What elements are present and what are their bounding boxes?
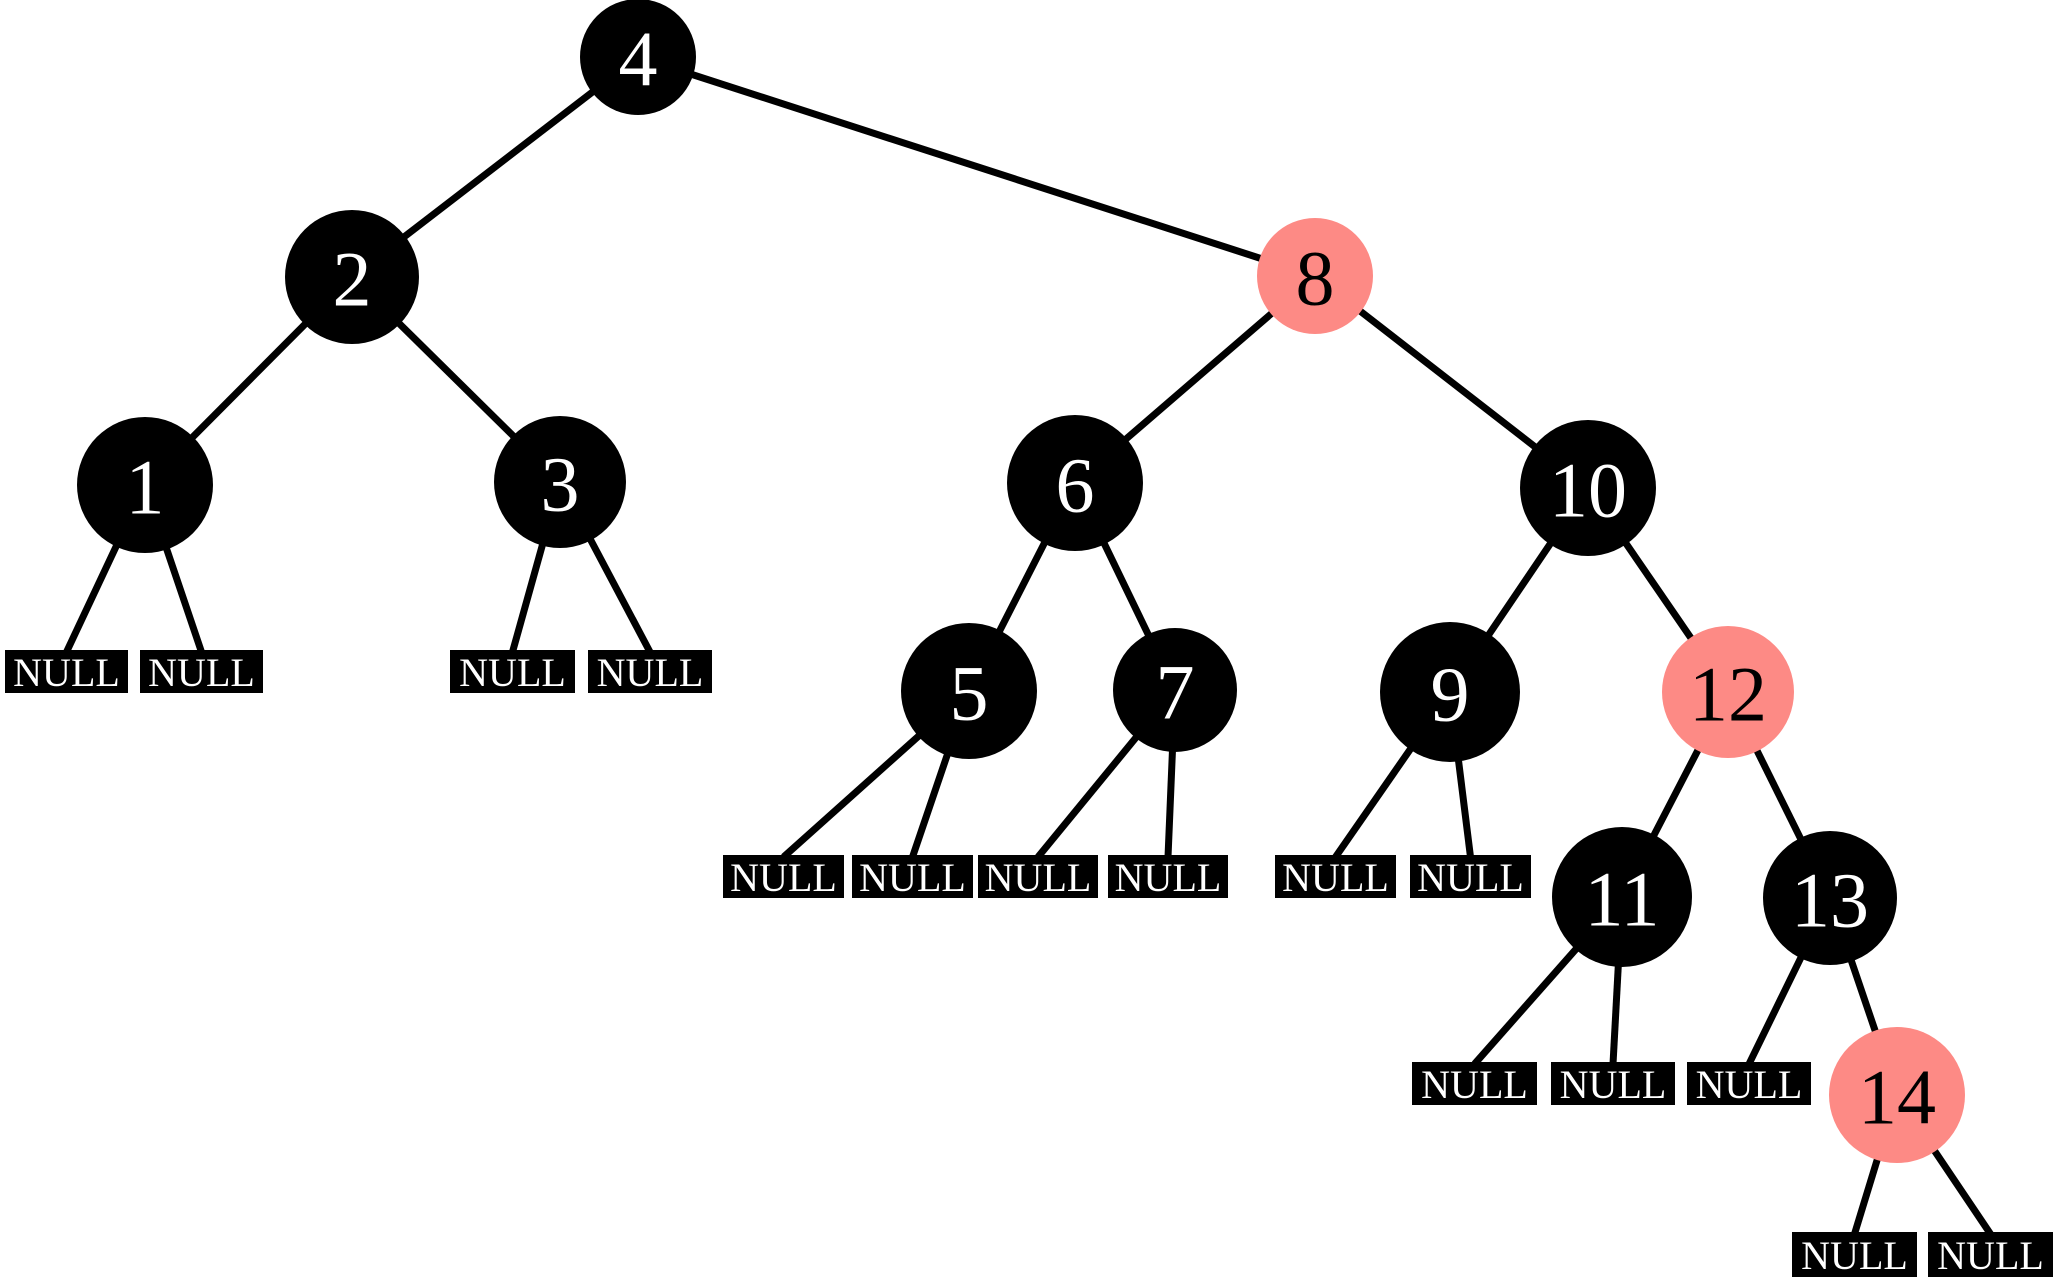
null-leaf-label: NULL [1696, 1062, 1803, 1107]
null-leaf-box: NULL [450, 650, 575, 695]
null-leaf-box: NULL [1792, 1232, 1917, 1277]
null-leaf-box: NULL [852, 855, 973, 900]
node-label: 2 [333, 236, 372, 323]
node-label: 13 [1791, 857, 1869, 944]
null-leaf-rect [1928, 1232, 2053, 1277]
null-leaf-box: NULL [978, 855, 1098, 900]
node-circle[interactable] [77, 417, 213, 553]
tree-node-9[interactable]: 9 [1380, 622, 1520, 762]
node-label: 10 [1549, 447, 1627, 534]
node-label: 7 [1156, 649, 1195, 736]
null-leaf-box: NULL [723, 855, 844, 900]
null-leaf-box: NULL [588, 650, 712, 695]
null-leaf-label: NULL [1282, 855, 1389, 900]
null-leaf-label: NULL [459, 650, 566, 695]
node-circle[interactable] [1007, 415, 1143, 551]
null-leaf-label: NULL [985, 855, 1092, 900]
tree-node-3[interactable]: 3 [494, 416, 626, 548]
node-label: 1 [126, 444, 165, 531]
node-label: 11 [1584, 856, 1659, 943]
null-leaf-label: NULL [1937, 1233, 2044, 1277]
tree-node-5[interactable]: 5 [901, 623, 1037, 759]
tree-node-6[interactable]: 6 [1007, 415, 1143, 551]
tree-node-11[interactable]: 11 [1552, 827, 1692, 967]
node-circle[interactable] [1829, 1027, 1965, 1163]
null-leaf-box: NULL [140, 650, 263, 695]
node-circle[interactable] [494, 416, 626, 548]
node-circle[interactable] [1662, 626, 1794, 758]
tree-node-8[interactable]: 8 [1257, 218, 1373, 334]
node-circle[interactable] [1113, 628, 1237, 752]
null-boxes-layer: NULL NULL NULL NULL NULL NULL NULL NULL NULL NULL… [5, 650, 2053, 1277]
null-leaf-rect [1412, 1062, 1537, 1105]
node-circle[interactable] [1763, 831, 1897, 965]
node-label: 8 [1296, 235, 1335, 322]
null-leaf-box: NULL [1412, 1062, 1537, 1107]
node-label: 6 [1056, 442, 1095, 529]
null-leaf-rect [1551, 1062, 1675, 1105]
null-leaf-rect [852, 855, 973, 898]
null-leaf-label: NULL [148, 650, 255, 695]
node-label: 4 [619, 16, 658, 103]
node-label: 14 [1858, 1054, 1936, 1141]
node-label: 5 [950, 650, 989, 737]
tree-node-12[interactable]: 12 [1662, 626, 1794, 758]
tree-node-2[interactable]: 2 [285, 210, 419, 344]
null-leaf-box: NULL [1687, 1062, 1811, 1107]
null-leaf-box: NULL [1410, 855, 1531, 900]
node-circle[interactable] [580, 0, 696, 115]
null-leaf-label: NULL [859, 855, 966, 900]
node-circle[interactable] [1257, 218, 1373, 334]
null-leaf-label: NULL [730, 855, 837, 900]
node-circle[interactable] [1552, 827, 1692, 967]
null-leaf-label: NULL [1560, 1062, 1667, 1107]
node-label: 3 [541, 441, 580, 528]
tree-node-1[interactable]: 1 [77, 417, 213, 553]
null-leaf-label: NULL [597, 650, 704, 695]
null-leaf-rect [978, 855, 1098, 898]
null-leaf-rect [1792, 1232, 1917, 1277]
null-leaf-rect [450, 650, 575, 693]
null-leaf-rect [1687, 1062, 1811, 1105]
node-label: 12 [1689, 651, 1767, 738]
tree-node-7[interactable]: 7 [1113, 628, 1237, 752]
null-leaf-rect [1108, 855, 1228, 898]
tree-node-13[interactable]: 13 [1763, 831, 1897, 965]
null-leaf-rect [1275, 855, 1396, 898]
null-leaf-rect [723, 855, 844, 898]
null-leaf-box: NULL [1275, 855, 1396, 900]
null-leaf-label: NULL [1115, 855, 1222, 900]
tree-node-4[interactable]: 4 [580, 0, 696, 115]
node-circle[interactable] [285, 210, 419, 344]
null-leaf-box: NULL [1551, 1062, 1675, 1107]
tree-node-10[interactable]: 10 [1520, 420, 1656, 556]
tree-node-14[interactable]: 14 [1829, 1027, 1965, 1163]
null-leaf-label: NULL [1801, 1233, 1908, 1277]
null-leaf-rect [140, 650, 263, 693]
null-leaf-rect [5, 650, 128, 693]
null-leaf-rect [1410, 855, 1531, 898]
node-circle[interactable] [901, 623, 1037, 759]
null-leaf-label: NULL [13, 650, 120, 695]
null-leaf-label: NULL [1417, 855, 1524, 900]
null-leaf-box: NULL [1928, 1232, 2053, 1277]
null-leaf-box: NULL [1108, 855, 1228, 900]
null-leaf-box: NULL [5, 650, 128, 695]
node-circle[interactable] [1520, 420, 1656, 556]
tree-edge [636, 53, 1317, 280]
null-leaf-label: NULL [1421, 1062, 1528, 1107]
node-label: 9 [1431, 651, 1470, 738]
node-circle[interactable] [1380, 622, 1520, 762]
null-leaf-rect [588, 650, 712, 693]
